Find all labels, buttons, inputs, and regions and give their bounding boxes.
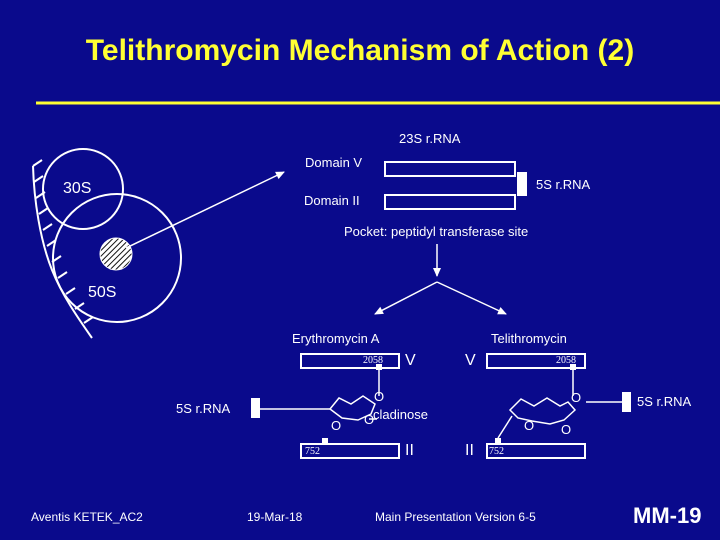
ribosome-50s-circle [52, 193, 182, 323]
ribosome-to-domains-arrow [125, 171, 285, 249]
left-domain-v-box [300, 353, 400, 369]
label-erythromycin-a: Erythromycin A [292, 331, 380, 346]
left-v-label: V [405, 352, 416, 369]
mrna-strand [32, 165, 93, 339]
right-5s-rrna-label: 5S r.RNA [637, 394, 692, 409]
left-oxygen-left: O [331, 418, 342, 433]
right-2058-marker [570, 364, 576, 370]
right-domain-v-box [486, 353, 586, 369]
cladinose-label: cladinose [373, 407, 428, 422]
label-5s-rrna-top: 5S r.RNA [536, 177, 591, 192]
left-752-marker [322, 438, 328, 444]
right-oxygen-right: O [561, 422, 572, 437]
left-2058-label: 2058 [363, 355, 383, 366]
left-2058-marker [376, 364, 382, 370]
label-domain-v: Domain V [305, 155, 363, 170]
left-oxygen-top: O [374, 389, 385, 404]
rrna-5s-block-top [517, 172, 527, 196]
label-telithromycin: Telithromycin [491, 331, 567, 346]
footer-date: 19-Mar-18 [247, 510, 303, 524]
left-752-label: 752 [305, 446, 320, 457]
domain-v-box [384, 161, 516, 177]
domain-ii-box [384, 194, 516, 210]
right-2058-label: 2058 [556, 355, 576, 366]
left-5s-rrna-label: 5S r.RNA [176, 401, 231, 416]
left-5s-block [251, 398, 260, 418]
label-domain-ii: Domain II [304, 193, 360, 208]
footer-company: Aventis KETEK_AC2 [31, 510, 143, 524]
left-macrolide-ring [328, 395, 376, 421]
slide-title: Telithromycin Mechanism of Action (2) [85, 34, 635, 67]
binding-site-hatched-dot [99, 237, 133, 271]
right-oxygen-left: O [524, 418, 535, 433]
left-oxygen-right: O [364, 412, 375, 427]
label-50s: 50S [88, 284, 117, 301]
footer-slide-number: MM-19 [633, 503, 702, 528]
right-752-marker [495, 438, 501, 444]
right-domain-ii-box [486, 443, 586, 459]
footer-version: Main Presentation Version 6-5 [375, 510, 536, 524]
right-oxygen-top: O [571, 390, 582, 405]
ribosome-30s-circle [42, 148, 124, 230]
telithromycin-binding-diagram [486, 353, 631, 459]
pocket-to-telithromycin-arrow [436, 281, 507, 315]
label-23s-rrna: 23S r.RNA [399, 131, 461, 146]
ribosome-sketch [32, 148, 182, 339]
label-30s: 30S [63, 180, 92, 197]
right-752-label: 752 [489, 446, 504, 457]
label-pocket: Pocket: peptidyl transferase site [344, 224, 529, 239]
right-752-link [497, 415, 513, 439]
mrna-ticks [32, 159, 94, 324]
right-ii-label: II [465, 442, 474, 459]
right-macrolide-ring [508, 397, 577, 425]
right-v-label: V [465, 352, 476, 369]
left-ii-label: II [405, 442, 414, 459]
pocket-to-erythromycin-arrow [374, 281, 438, 315]
right-5s-block [622, 392, 631, 412]
erythromycin-binding-diagram [251, 353, 400, 459]
left-domain-ii-box [300, 443, 400, 459]
